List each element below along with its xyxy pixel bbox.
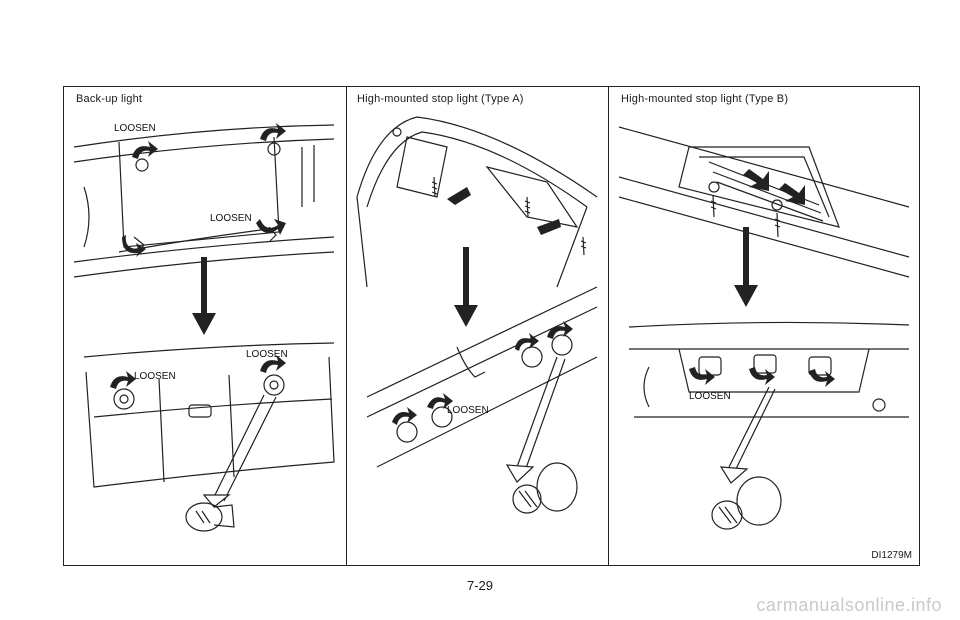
stop-light-type-b-illustration: LOOSEN — [618, 126, 910, 530]
stop-light-type-a-illustration: LOOSEN — [356, 116, 598, 514]
panel-title: High-mounted stop light (Type B) — [621, 93, 789, 105]
callout-loosen: LOOSEN — [210, 213, 252, 224]
callout-loosen: LOOSEN — [246, 349, 288, 360]
panel-stop-light-type-b: High-mounted stop light (Type B) — [608, 87, 918, 565]
panel-stop-light-type-a: High-mounted stop light (Type A) — [346, 87, 608, 565]
panel-backup-light: Back-up light — [64, 87, 346, 565]
page-number: 7-29 — [466, 578, 494, 593]
figure-id: DI1279M — [871, 550, 912, 561]
callout-loosen: LOOSEN — [114, 123, 156, 134]
callout-loosen: LOOSEN — [134, 371, 176, 382]
backup-light-illustration: LOOSEN LOOSEN — [73, 123, 335, 532]
panel-title: High-mounted stop light (Type A) — [357, 93, 524, 105]
callout-loosen: LOOSEN — [689, 391, 731, 402]
down-arrow-icon — [454, 247, 478, 327]
watermark: carmanualsonline.info — [756, 595, 942, 615]
down-arrow-icon — [192, 257, 216, 335]
rotate-arrow-icon — [122, 123, 286, 257]
panel-title: Back-up light — [76, 93, 143, 105]
callout-loosen: LOOSEN — [447, 405, 489, 416]
figure-frame: Back-up light — [63, 86, 920, 566]
down-arrow-icon — [734, 227, 758, 307]
